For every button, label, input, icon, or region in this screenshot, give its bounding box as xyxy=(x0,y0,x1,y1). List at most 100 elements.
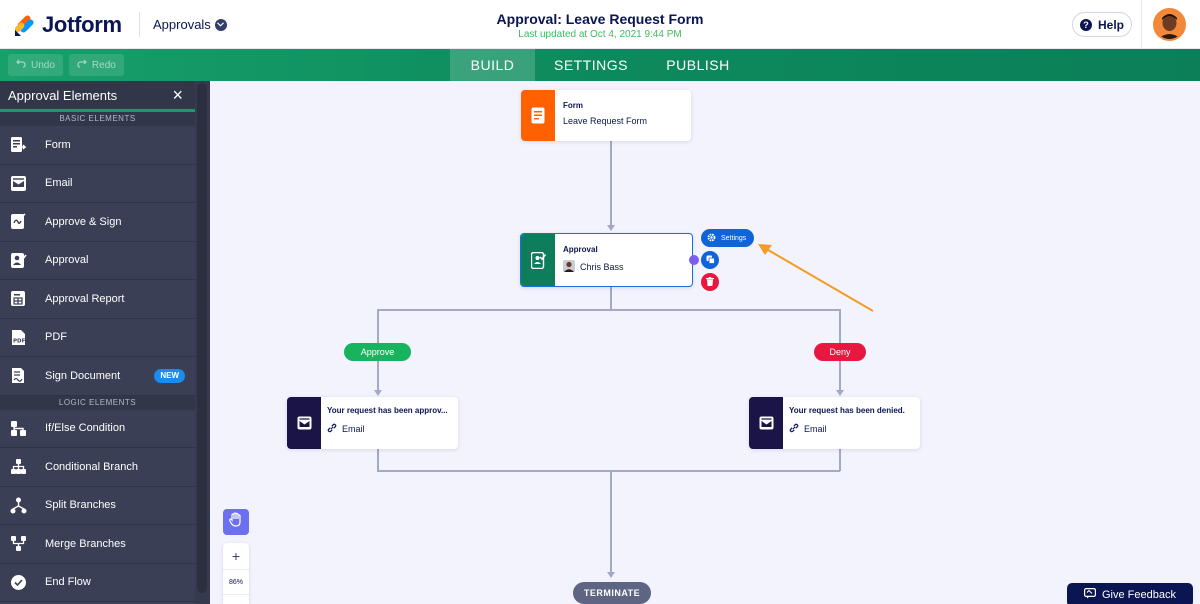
annotation-arrow xyxy=(758,244,874,312)
sign-document-icon xyxy=(9,367,27,385)
header-divider-right xyxy=(1141,0,1142,49)
connector-approve-merge xyxy=(377,449,379,471)
sidebar-item-label: Approval Report xyxy=(45,292,125,305)
sidebar-item-label: Merge Branches xyxy=(45,537,126,550)
arrow-icon xyxy=(607,572,615,578)
sidebar-item-label: Approval xyxy=(45,254,89,267)
sidebar-item-conditional-branch[interactable]: Conditional Branch xyxy=(0,448,195,487)
header-divider xyxy=(139,12,140,37)
approve-sign-icon xyxy=(9,213,27,231)
sidebar-item-label: Conditional Branch xyxy=(45,460,138,473)
email-type: Email xyxy=(327,423,448,435)
tab-settings[interactable]: SETTINGS xyxy=(553,57,628,73)
deny-branch-label[interactable]: Deny xyxy=(814,343,866,361)
pdf-icon: PDF xyxy=(9,328,27,346)
sidebar-item-end-flow[interactable]: End Flow xyxy=(0,563,195,602)
flow-canvas[interactable]: Form Leave Request Form Approval Chris B… xyxy=(210,81,1200,604)
feedback-label: Give Feedback xyxy=(1102,589,1176,601)
zoom-panel: + 86% − xyxy=(223,509,249,604)
give-feedback-button[interactable]: Give Feedback xyxy=(1067,583,1193,604)
approval-assignee: Chris Bass xyxy=(563,260,624,274)
sidebar-item-label: PDF xyxy=(45,331,67,344)
sidebar-item-merge-branches[interactable]: Merge Branches xyxy=(0,525,195,564)
approval-node-body: Approval Chris Bass xyxy=(555,234,632,286)
undo-redo-group: Undo Redo xyxy=(8,54,124,76)
conditional-branch-icon xyxy=(9,458,27,476)
sidebar-header: Approval Elements × xyxy=(0,81,195,112)
sidebar-item-label: Sign Document xyxy=(45,369,121,382)
sidebar-item-label: Approve & Sign xyxy=(45,215,122,228)
zoom-out-button[interactable]: − xyxy=(223,595,249,604)
form-node[interactable]: Form Leave Request Form xyxy=(521,90,691,141)
deny-email-node[interactable]: Your request has been denied. Email xyxy=(749,397,920,449)
sidebar-item-sign-document[interactable]: Sign Document NEW xyxy=(0,357,195,396)
tab-build[interactable]: BUILD xyxy=(450,49,535,81)
email-type: Email xyxy=(789,423,905,435)
approval-node[interactable]: Approval Chris Bass xyxy=(520,233,693,287)
tab-publish[interactable]: PUBLISH xyxy=(666,57,730,73)
help-button[interactable]: ? Help xyxy=(1072,12,1132,37)
sidebar-title: Approval Elements xyxy=(8,87,118,103)
split-branches-icon xyxy=(9,496,27,514)
node-type-label: Approval xyxy=(563,245,598,254)
email-subject: Your request has been denied. xyxy=(789,406,905,415)
email-subject: Your request has been approv... xyxy=(327,406,448,415)
close-icon[interactable]: × xyxy=(172,85,183,105)
sidebar-item-split-branches[interactable]: Split Branches xyxy=(0,486,195,525)
node-type-label: Form xyxy=(563,101,583,110)
arrow-icon xyxy=(374,390,382,396)
delete-button[interactable] xyxy=(701,273,719,291)
sidebar-item-approval-report[interactable]: Approval Report xyxy=(0,280,195,319)
pan-hand-button[interactable] xyxy=(223,509,249,535)
connector-merge-terminate xyxy=(610,470,612,574)
form-title: Approval: Leave Request Form xyxy=(496,11,704,27)
jotform-logo[interactable]: Jotform xyxy=(14,12,122,38)
redo-button[interactable]: Redo xyxy=(68,54,124,76)
settings-button[interactable]: Settings xyxy=(701,229,755,247)
sidebar-item-pdf[interactable]: PDF PDF xyxy=(0,318,195,357)
approve-email-body: Your request has been approv... Email xyxy=(321,397,454,449)
zoom-in-button[interactable]: + xyxy=(231,548,241,564)
sidebar-item-if-else[interactable]: If/Else Condition xyxy=(0,409,195,448)
svg-text:PDF: PDF xyxy=(13,338,26,344)
approve-email-node[interactable]: Your request has been approv... Email xyxy=(287,397,458,449)
form-icon xyxy=(521,90,555,141)
end-flow-icon xyxy=(9,573,27,591)
help-label: Help xyxy=(1097,17,1124,32)
link-icon xyxy=(789,423,799,435)
chevron-down-icon xyxy=(214,18,227,31)
duplicate-button[interactable] xyxy=(701,251,719,269)
sidebar-item-label: End Flow xyxy=(45,576,91,589)
sidebar-item-approval[interactable]: Approval xyxy=(0,241,195,280)
email-type-label: Email xyxy=(342,424,365,434)
arrow-icon xyxy=(836,390,844,396)
settings-label: Settings xyxy=(721,234,747,242)
undo-icon xyxy=(16,59,26,71)
node-name-label: Leave Request Form xyxy=(563,116,647,126)
sidebar-item-label: Form xyxy=(45,138,71,151)
sidebar-scrollbar[interactable] xyxy=(197,83,207,593)
approvals-dropdown[interactable]: Approvals xyxy=(153,17,227,32)
user-avatar[interactable] xyxy=(1153,8,1186,41)
sidebar-item-label: Split Branches xyxy=(45,499,116,512)
sidebar-item-form[interactable]: Form xyxy=(0,126,195,165)
email-type-label: Email xyxy=(804,424,827,434)
builder-navbar: Undo Redo BUILD SETTINGS PUBLISH xyxy=(0,49,1200,81)
form-icon xyxy=(9,136,27,154)
form-name: Leave Request Form xyxy=(563,116,648,126)
builder-tabs: BUILD SETTINGS PUBLISH xyxy=(450,49,749,81)
approvals-dropdown-label: Approvals xyxy=(153,17,211,32)
undo-button[interactable]: Undo xyxy=(8,54,63,76)
undo-label: Undo xyxy=(31,59,55,71)
assignee-name: Chris Bass xyxy=(580,262,624,272)
if-else-icon xyxy=(9,419,27,437)
terminate-node[interactable]: TERMINATE xyxy=(573,582,651,604)
approve-branch-label[interactable]: Approve xyxy=(344,343,411,361)
sidebar-item-email[interactable]: Email xyxy=(0,164,195,203)
approval-icon xyxy=(9,251,27,269)
jotform-logo-icon xyxy=(14,13,36,37)
approval-connector-handle[interactable] xyxy=(689,255,699,265)
form-node-body: Form Leave Request Form xyxy=(555,90,655,141)
redo-label: Redo xyxy=(91,59,116,71)
sidebar-item-approve-sign[interactable]: Approve & Sign xyxy=(0,203,195,242)
